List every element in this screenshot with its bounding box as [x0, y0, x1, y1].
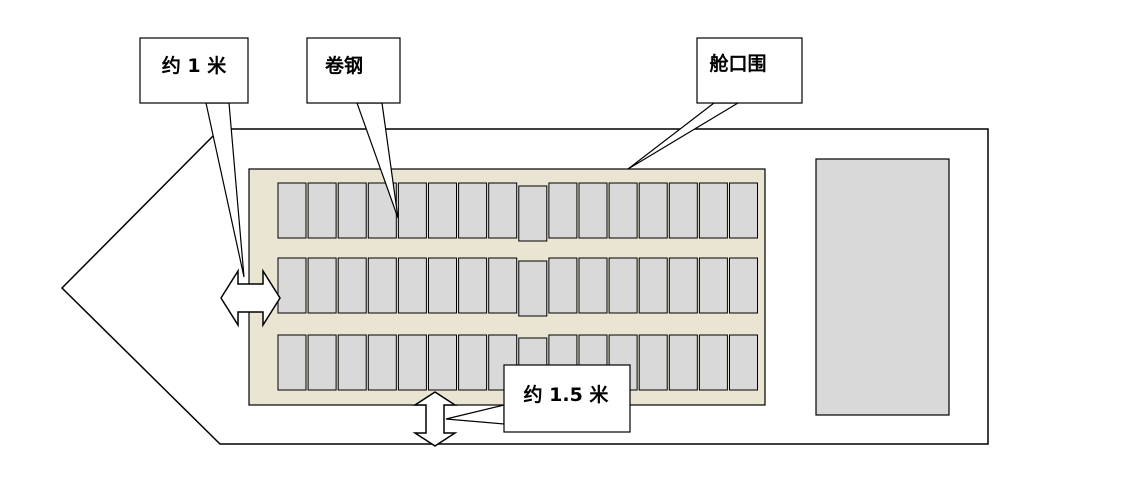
double-arrow-vertical	[412, 391, 458, 447]
steel-coil	[548, 257, 578, 314]
callout-margin-side: 约 1 米	[139, 37, 249, 278]
callout-box	[306, 37, 401, 104]
steel-coil	[428, 257, 457, 314]
steel-coil	[668, 334, 698, 391]
steel-coil	[458, 334, 488, 391]
callout-margin-side-text: 约 1 米	[162, 54, 227, 77]
callout-hatch-coaming: 舱口围	[627, 37, 803, 170]
steel-coil	[367, 334, 397, 391]
callout-steel-coil-text: 卷钢	[324, 54, 363, 77]
steel-coil	[578, 182, 608, 239]
steel-coil	[277, 182, 307, 239]
steel-coil	[367, 182, 397, 239]
callout-box	[503, 364, 631, 433]
steel-coil	[337, 257, 367, 314]
steel-coil	[397, 334, 427, 391]
steel-coil	[638, 182, 668, 239]
steel-coil	[428, 334, 457, 391]
steel-coil	[488, 182, 518, 239]
steel-coil	[668, 257, 698, 314]
callout-hatch-coaming-text: 舱口围	[709, 52, 766, 75]
callout-margin-gap: 约 1.5 米	[445, 364, 631, 433]
steel-coil	[428, 182, 457, 239]
steel-coil	[668, 182, 698, 239]
steel-coil	[638, 334, 668, 391]
steel-coil	[729, 334, 758, 391]
callout-margin-gap-text: 约 1.5 米	[524, 383, 610, 406]
double-arrow-horizontal	[220, 268, 281, 328]
steel-coil	[729, 257, 758, 314]
steel-coil	[578, 257, 608, 314]
steel-coil	[698, 334, 728, 391]
callout-steel-coil: 卷钢	[306, 37, 401, 219]
steel-coil	[307, 257, 337, 314]
steel-coil	[458, 257, 488, 314]
steel-coil	[548, 182, 578, 239]
callout-box	[139, 37, 249, 104]
steel-coil	[367, 257, 397, 314]
steel-coil	[608, 182, 638, 239]
steel-coil	[518, 185, 548, 242]
steel-coil	[277, 257, 307, 314]
steel-coil	[518, 260, 548, 317]
steel-coil	[397, 182, 427, 239]
steel-coil	[277, 334, 307, 391]
steel-coil	[488, 257, 518, 314]
steel-coil	[337, 334, 367, 391]
steel-coil	[638, 257, 668, 314]
steel-coil	[729, 182, 758, 239]
steel-coil	[307, 334, 337, 391]
callout-box	[696, 37, 803, 104]
steel-coil	[397, 257, 427, 314]
steel-coil	[458, 182, 488, 239]
steel-coil	[698, 257, 728, 314]
steel-coil	[608, 257, 638, 314]
steel-coil	[337, 182, 367, 239]
engine-room-block	[815, 158, 950, 416]
steel-coil	[307, 182, 337, 239]
steel-coil	[698, 182, 728, 239]
steel-coil-rows	[277, 182, 758, 394]
